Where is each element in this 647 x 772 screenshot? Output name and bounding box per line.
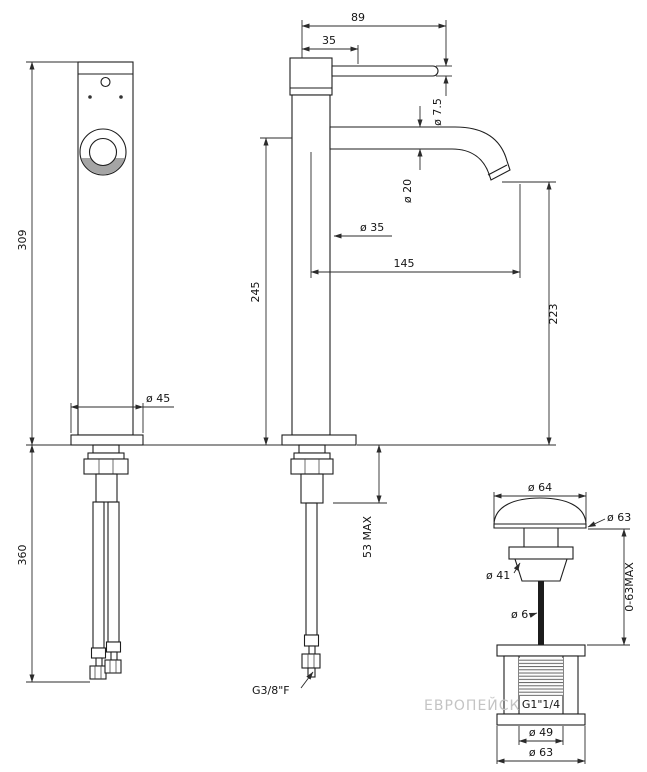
braided-hose-right <box>107 501 120 643</box>
hot-indicator <box>88 95 92 99</box>
faucet-body-front <box>77 61 134 436</box>
threaded-shank-side <box>298 444 326 454</box>
drain-body-thread <box>519 658 563 696</box>
hose-ferrule-center <box>303 634 320 647</box>
dim-label-7-5: ø 7.5 <box>431 98 444 126</box>
drain-body-top-flange <box>496 644 586 657</box>
dim-label-20: ø 20 <box>401 179 414 203</box>
dim-20: ø 20 <box>401 106 423 203</box>
dim-label-35dia: ø 35 <box>360 221 384 234</box>
front-view <box>70 61 282 680</box>
label-drain-thread: G1"1/4 <box>522 698 560 711</box>
threaded-shank-front <box>92 444 120 454</box>
hose-ferrule-left <box>90 647 107 659</box>
handle-lever <box>331 65 439 77</box>
hose-end-tube <box>307 667 316 678</box>
dim-49: ø 49 <box>518 726 564 745</box>
dim-label-63-top: ø 63 <box>607 511 631 524</box>
dim-245: 245 <box>249 137 292 446</box>
braided-hose-left <box>92 501 105 649</box>
washer-front <box>87 452 125 460</box>
drain-flange-ring <box>508 546 574 560</box>
handle-knob-outer <box>79 128 127 176</box>
hose-nut-center <box>301 653 321 669</box>
dim-label-45: ø 45 <box>146 392 170 405</box>
washer-side <box>293 452 331 460</box>
side-view <box>281 57 511 678</box>
dim-35: 35 <box>301 34 359 64</box>
dim-label-53max: 53 MAX <box>361 516 374 559</box>
dim-45: ø 45 <box>70 392 174 433</box>
handle-knob-inner <box>88 137 118 167</box>
dim-89: 89 <box>301 11 447 58</box>
dim-label-49: ø 49 <box>529 726 553 739</box>
locknut-front <box>83 458 129 475</box>
threaded-rod-front <box>95 473 118 503</box>
hose-tube-left <box>95 657 103 667</box>
dim-64: ø 64 <box>493 481 587 522</box>
hose-thread-callout: G3/8"F <box>252 671 314 697</box>
label-hose-thread: G3/8"F <box>252 684 290 697</box>
dim-223: 223 <box>357 181 560 446</box>
dim-label-63-bottom: ø 63 <box>529 746 553 759</box>
dim-label-35: 35 <box>322 34 336 47</box>
drain-body-bottom-flange <box>496 713 586 726</box>
cold-indicator <box>119 95 123 99</box>
aerator-line <box>487 164 508 176</box>
dim-6: ø 6 <box>511 608 538 621</box>
hose-tube-right <box>110 651 118 661</box>
drain-view <box>493 497 587 726</box>
dim-309: 309 <box>16 61 78 446</box>
cartridge-housing <box>289 57 333 96</box>
base-flange-front <box>70 434 144 446</box>
dim-63-bottom: ø 63 <box>496 726 586 764</box>
hose-ferrule-right <box>105 641 122 653</box>
dim-label-6: ø 6 <box>511 608 528 621</box>
dim-53max: 53 MAX <box>333 444 387 559</box>
hose-tube-center <box>308 645 316 655</box>
dim-7-5: ø 7.5 <box>431 46 452 126</box>
dim-label-360: 360 <box>16 545 29 566</box>
top-button <box>100 76 111 88</box>
spout <box>329 126 511 181</box>
dim-label-41: ø 41 <box>486 569 510 582</box>
hose-nut-left <box>89 665 107 680</box>
threaded-rod-side <box>300 473 324 504</box>
dim-360: 360 <box>16 444 90 683</box>
dim-145: 145 <box>310 152 521 278</box>
watermark-text: ЕВРОПЕЙСК <box>424 696 520 714</box>
dim-35dia: ø 35 <box>333 221 392 239</box>
drain-rod <box>538 581 544 645</box>
handle-shading <box>81 158 125 175</box>
dim-label-0-63max: 0-63MAX <box>623 562 636 612</box>
locknut-side <box>290 458 334 475</box>
drain-threaded-section <box>514 558 568 582</box>
braided-hose-center <box>305 502 318 636</box>
dim-41: ø 41 <box>486 562 521 582</box>
dim-label-245: 245 <box>249 282 262 303</box>
dim-label-223: 223 <box>547 304 560 325</box>
dim-label-64: ø 64 <box>528 481 552 494</box>
drain-thread-callout: G1"1/4 <box>522 698 560 711</box>
dim-label-145: 145 <box>394 257 415 270</box>
base-flange-side <box>281 434 357 446</box>
dim-label-309: 309 <box>16 230 29 251</box>
dim-63-top: ø 63 <box>587 511 631 528</box>
hose-nut-right <box>104 659 122 674</box>
dim-label-89: 89 <box>351 11 365 24</box>
dim-0-63max: 0-63MAX <box>587 528 636 646</box>
